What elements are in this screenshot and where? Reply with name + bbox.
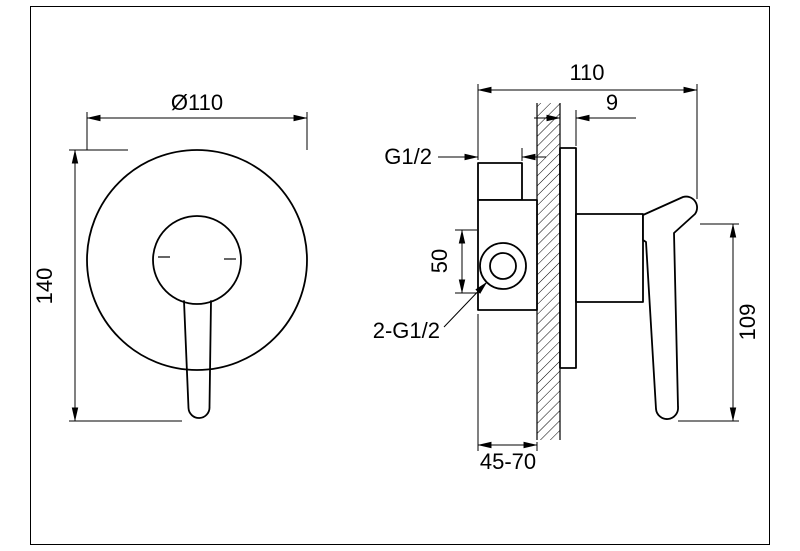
top-thread-label: G1/2 [384,144,432,169]
dim-plate-thickness: 9 [534,90,636,146]
side-projection-label: 110 [569,60,604,85]
handle-height-label: 109 [735,304,760,341]
inlet-port-outer [479,242,527,290]
lever-handle-front [183,300,212,419]
lever-handle-side [642,195,698,420]
port-spacing-label: 50 [427,249,452,273]
escutcheon-plate-outline [86,149,308,371]
dim-top-thread: G1/2 [384,144,546,169]
dim-front-diameter: Ø110 [86,90,308,150]
handle-hub-side [575,213,644,303]
dim-inlet-thread: 2-G1/2 [373,281,488,343]
escutcheon-plate-side [559,147,577,369]
depth-range-label: 45-70 [480,449,536,474]
inlet-thread-label: 2-G1/2 [373,318,440,343]
front-view: Ø110 140 [32,90,308,422]
dim-front-height: 140 [32,149,182,422]
dim-side-projection: 110 [477,60,698,199]
front-height-label: 140 [32,268,57,305]
sheet-border [30,6,770,545]
outlet-stub [477,162,523,201]
dim-depth-range: 45-70 [477,314,538,474]
plate-thickness-label: 9 [606,90,618,115]
valve-body [477,199,538,311]
dim-port-spacing: 50 [427,229,477,294]
wall-section [536,103,561,440]
dim-handle-height: 109 [678,223,760,422]
side-view: 110 9 G1/2 50 2-G1/2 [373,60,760,474]
inlet-port-inner [489,252,517,280]
handle-hub-outline [152,215,242,305]
front-diameter-label: Ø110 [171,90,223,115]
wall-hatching [537,103,560,440]
